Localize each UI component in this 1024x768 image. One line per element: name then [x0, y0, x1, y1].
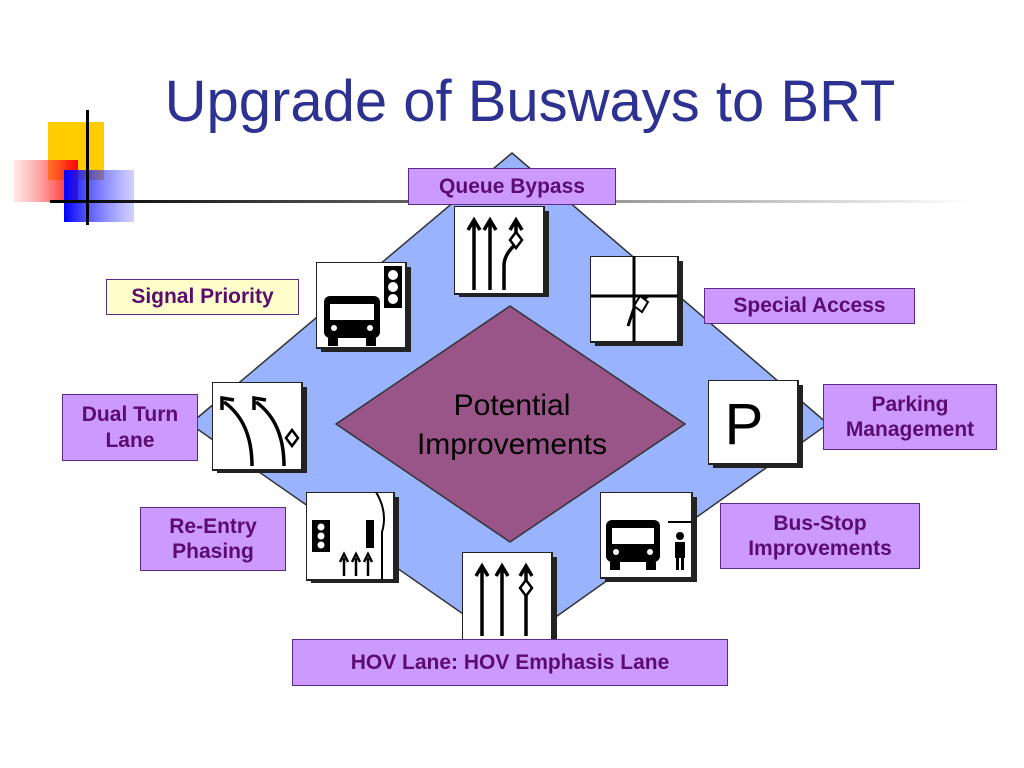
- bus-stop-icon: [600, 492, 697, 582]
- label-signal-priority: Signal Priority: [106, 279, 299, 315]
- slide-title: Upgrade of Busways to BRT: [164, 69, 896, 134]
- label-signal-priority-text: Signal Priority: [131, 285, 274, 309]
- center-text: Potential Improvements: [416, 389, 608, 461]
- blue-square: [64, 170, 134, 222]
- inner-diamond: [334, 305, 687, 543]
- label-hov-lane: HOV Lane: HOV Emphasis Lane: [292, 639, 728, 686]
- parking-letter: P: [725, 392, 764, 457]
- label-parking-management: Parking Management: [823, 384, 997, 450]
- parking-icon: P: [708, 380, 803, 468]
- label-special-access-text: Special Access: [733, 294, 886, 318]
- label-queue-bypass-text: Queue Bypass: [439, 174, 585, 198]
- queue-bypass-icon: [454, 206, 549, 297]
- re-entry-phasing-icon: [306, 492, 399, 583]
- label-bus-stop-improvements-text: Bus-Stop Improvements: [748, 511, 892, 560]
- label-dual-turn-lane: Dual Turn Lane: [62, 394, 198, 461]
- special-access-icon: [590, 256, 683, 346]
- label-bus-stop-improvements: Bus-Stop Improvements: [720, 503, 920, 569]
- label-hov-lane-text: HOV Lane: HOV Emphasis Lane: [350, 650, 670, 674]
- signal-priority-icon: [316, 262, 411, 352]
- label-re-entry-phasing-text: Re-Entry Phasing: [169, 514, 257, 563]
- label-special-access: Special Access: [704, 288, 915, 324]
- vertical-rule: [86, 110, 89, 225]
- dual-turn-lane-icon: [212, 382, 307, 473]
- hov-lane-icon: [462, 552, 557, 643]
- label-re-entry-phasing: Re-Entry Phasing: [140, 507, 286, 571]
- label-parking-management-text: Parking Management: [845, 392, 975, 441]
- label-dual-turn-lane-text: Dual Turn Lane: [81, 403, 179, 452]
- label-queue-bypass: Queue Bypass: [408, 168, 616, 205]
